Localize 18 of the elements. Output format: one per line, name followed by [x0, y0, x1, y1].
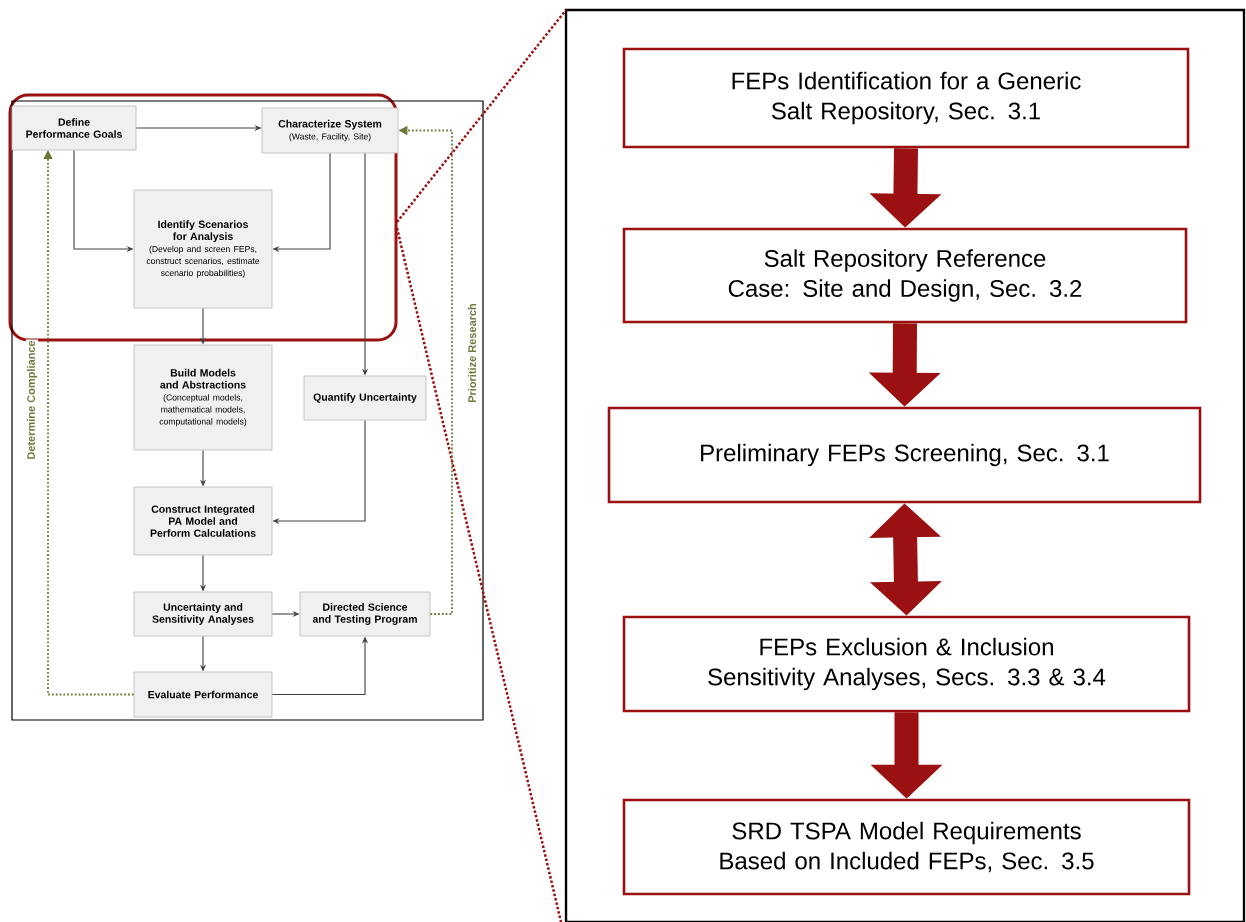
process-box: Define Performance Goals: [11, 105, 137, 151]
process-box: Directed Science and Testing Program: [299, 591, 431, 637]
process-box: Construct Integrated PA Model and Perform Calculations: [133, 486, 273, 556]
process-box: Build Models and Abstractions (Conceptual models, mathematical models, computational models): [133, 344, 273, 451]
process-box: Characterize System (Waste, Facility, Site): [261, 107, 399, 154]
edge-label: Prioritize Research: [466, 302, 478, 404]
step-box: FEPs Identification for a Generic Salt Repository, Sec. 3.1: [622, 47, 1190, 149]
process-box: Quantify Uncertainty: [303, 375, 427, 421]
panel-frame: [11, 100, 484, 721]
step-box: SRD TSPA Model Requirements Based on Included FEPs, Sec. 3.5: [622, 798, 1191, 896]
process-box: Identify Scenarios for Analysis (Develop and screen FEPs, construct scenarios, estimate scenario probabilities): [133, 189, 273, 309]
step-box: Preliminary FEPs Screening, Sec. 3.1: [607, 406, 1202, 504]
edge-label: Determine Compliance: [25, 339, 39, 461]
process-box: Uncertainty and Sensitivity Analyses: [133, 591, 273, 637]
step-box: Salt Repository Reference Case: Site and Design, Sec. 3.2: [622, 227, 1188, 324]
panel-frame: [564, 8, 1246, 922]
process-box: Evaluate Performance: [133, 671, 273, 718]
step-box: FEPs Exclusion & Inclusion Sensitivity Analyses, Secs. 3.3 & 3.4: [622, 615, 1191, 713]
